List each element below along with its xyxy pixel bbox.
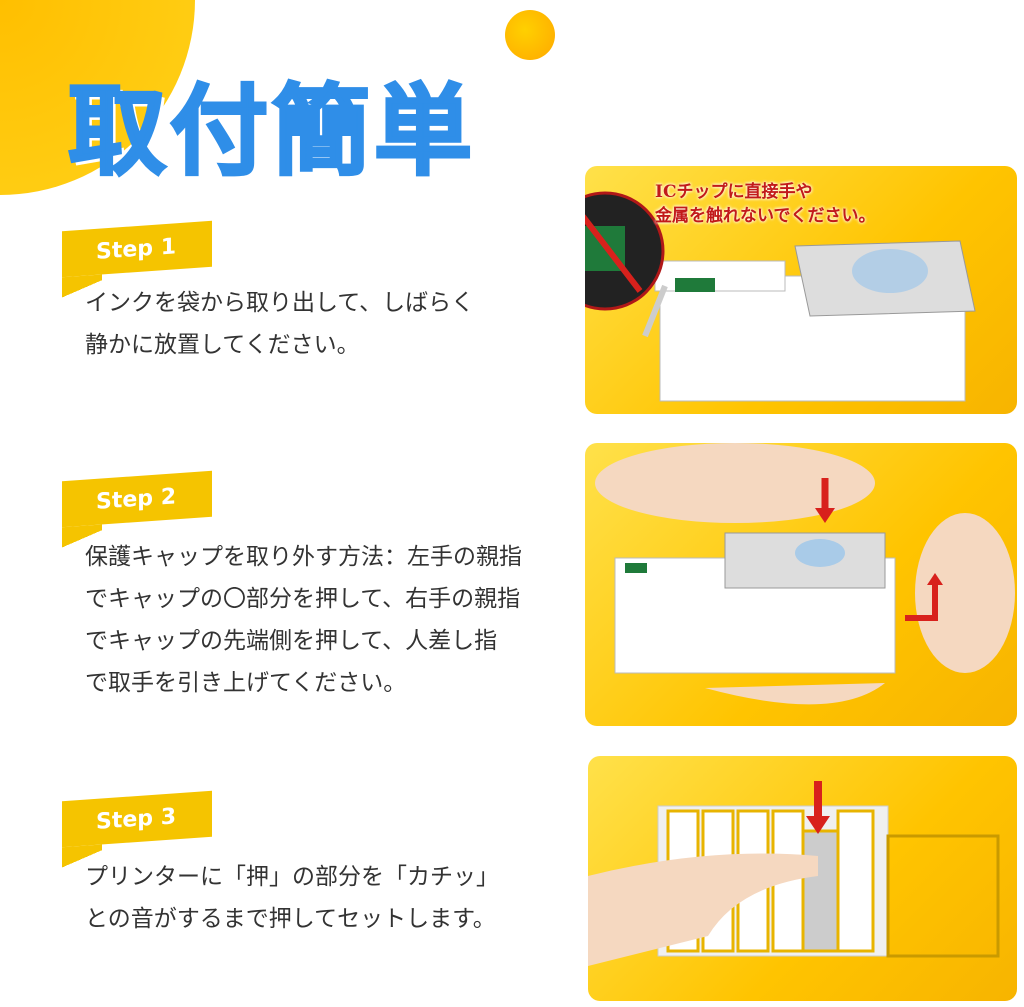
step-2-text: 保護キャップを取り外す方法：左手の親指 でキャップの〇部分を押して、右手の親指 … <box>85 536 580 704</box>
step-2-line: で取手を引き上げてください。 <box>85 670 407 696</box>
step-1-text: インクを袋から取り出して、しばらく 静かに放置してください。 <box>85 282 580 366</box>
step-3-illustration <box>588 756 1017 1001</box>
cap-removal-drawing <box>595 443 1015 705</box>
step-2-line: でキャップの先端側を押して、人差し指 <box>85 628 498 654</box>
step-2-line: 保護キャップを取り外す方法：左手の親指 <box>85 544 522 570</box>
step-1-badge: Step 1 <box>62 220 212 278</box>
caution-line: 金属を触れないでください。 <box>655 206 876 226</box>
step-1-line: インクを袋から取り出して、しばらく <box>85 290 475 316</box>
step-2-line: でキャップの〇部分を押して、右手の親指 <box>85 586 521 612</box>
decorative-orange-dot <box>505 10 555 60</box>
printer-install-drawing <box>588 781 1000 966</box>
step-2-illustration <box>585 443 1017 726</box>
step-3-line: との音がするまで押してセットします。 <box>85 906 496 932</box>
step-2-badge: Step 2 <box>62 470 212 528</box>
step-3-line: プリンターに「押」の部分を「カチッ」 <box>85 864 499 890</box>
ic-chip-caution: ICチップに直接手や 金属を触れないでください。 <box>655 180 876 228</box>
ink-cartridge-drawing <box>585 191 976 402</box>
caution-line: ICチップに直接手や <box>655 182 813 202</box>
step-3-text: プリンターに「押」の部分を「カチッ」 との音がするまで押してセットします。 <box>85 856 580 940</box>
step-3-badge: Step 3 <box>62 790 212 848</box>
page-title: 取付簡単 <box>66 74 477 191</box>
step-1-illustration: ICチップに直接手や 金属を触れないでください。 <box>585 166 1017 414</box>
step-1-line: 静かに放置してください。 <box>85 332 360 358</box>
